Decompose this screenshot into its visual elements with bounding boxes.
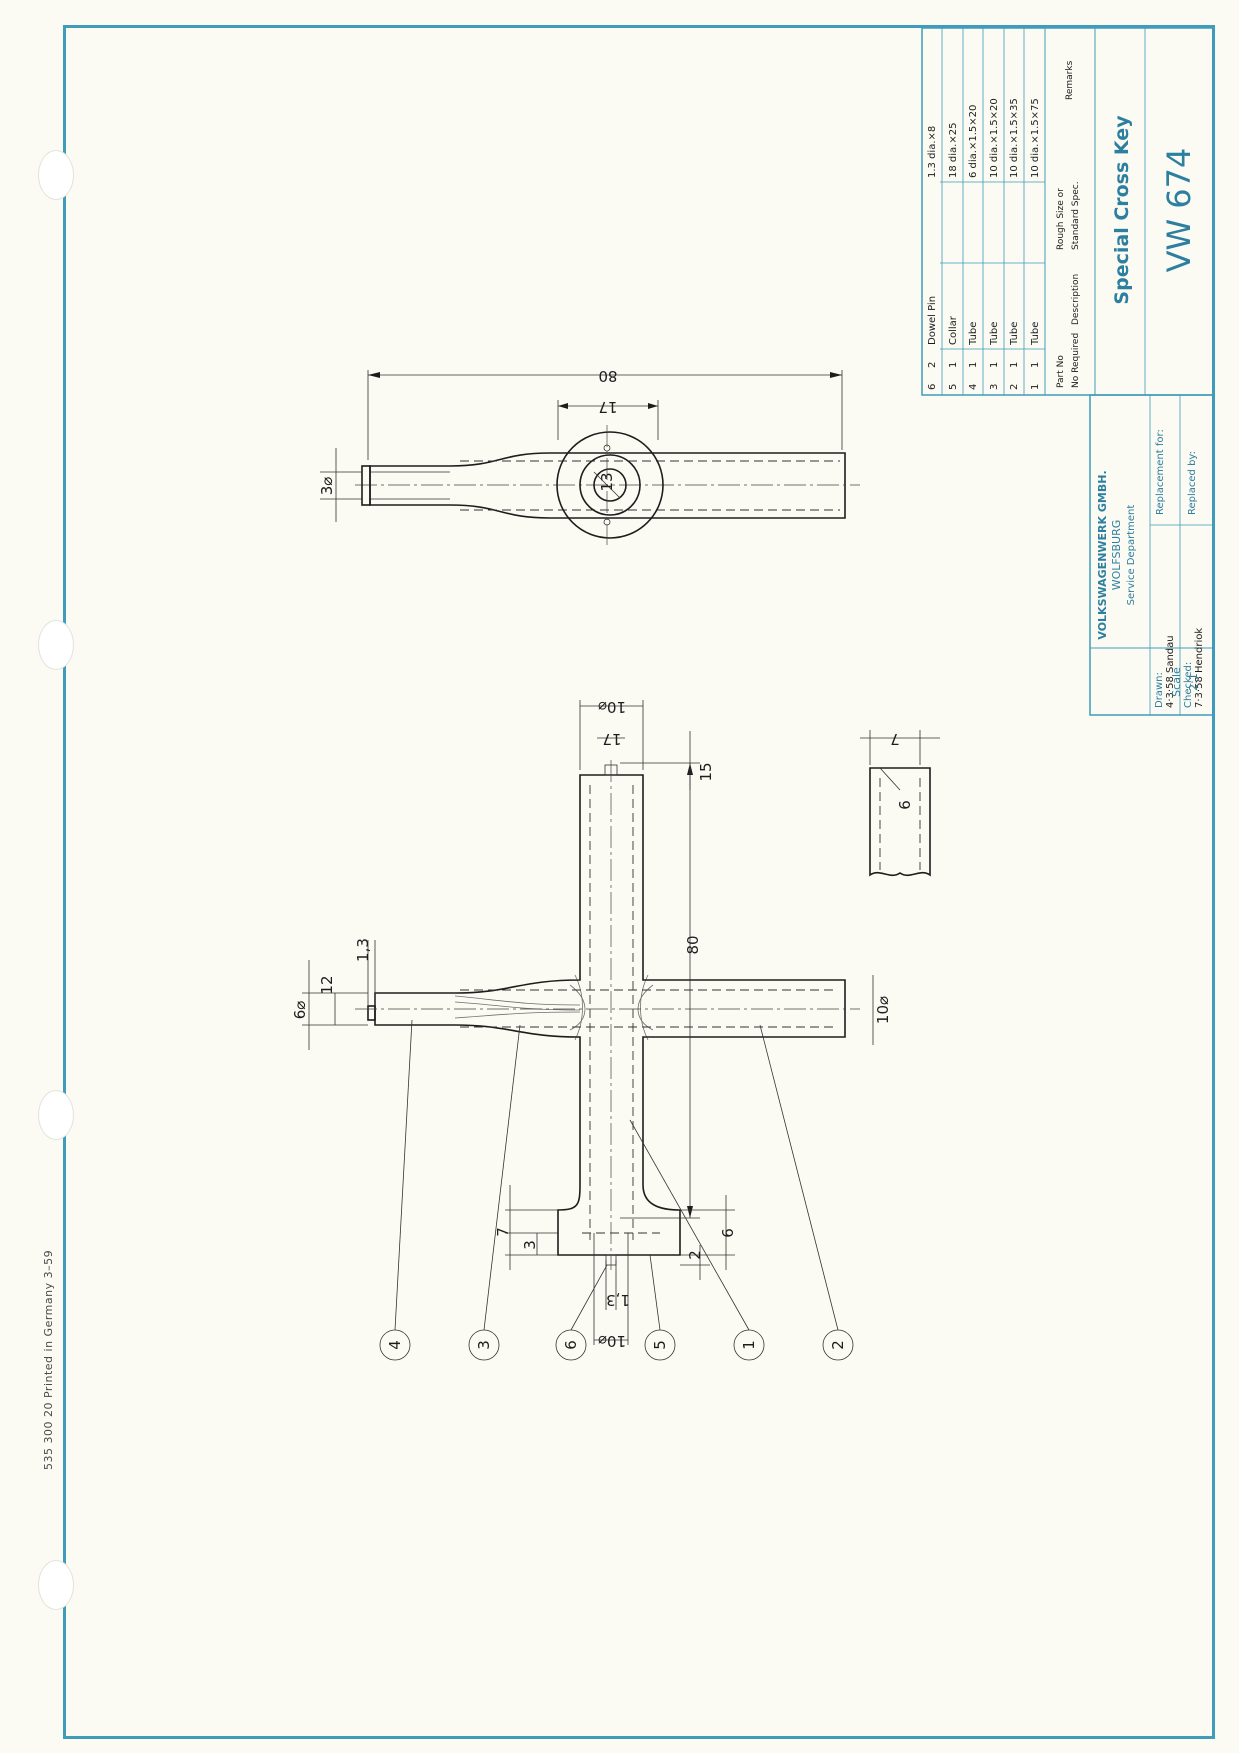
punch-hole	[38, 1090, 74, 1140]
dim-top-collar: 17	[598, 398, 617, 416]
header-size-2: Standard Spec.	[1071, 181, 1081, 250]
row-3-qty: 1	[989, 362, 1000, 368]
replacement-for-label: Replacement for:	[1155, 429, 1166, 515]
row-6-desc: Dowel Pin	[927, 296, 938, 345]
header-remarks: Remarks	[1065, 60, 1075, 100]
row-5-qty: 1	[948, 362, 959, 368]
callout-1: 1	[740, 1340, 758, 1350]
checked-value: 7·3·58 Hendriok	[1194, 628, 1205, 708]
company-city: WOLFSBURG	[1110, 520, 1123, 591]
row-4-size: 6 dia.×1.5×20	[968, 105, 979, 178]
row-1-desc: Tube	[1030, 322, 1041, 346]
dim-main-3: 3	[521, 1240, 539, 1250]
header-description: Description	[1071, 274, 1081, 325]
callouts: 4 3 6 5 1 2	[379, 1019, 854, 1361]
header-qty: No Required	[1071, 333, 1081, 388]
dim-main-overall: 80	[684, 935, 702, 954]
dim-main-top-dia: 10⌀	[598, 698, 626, 716]
row-2-desc: Tube	[1009, 322, 1020, 346]
company-name: VOLKSWAGENWERK GMBH.	[1096, 470, 1109, 639]
detail-view: 7 6	[860, 730, 940, 877]
top-view: 80 17 3⌀ 13	[318, 367, 860, 545]
dim-main-right-dia: 10⌀	[874, 996, 892, 1024]
drawing-number: VW 674	[1160, 148, 1198, 273]
dim-main-6: 6	[719, 1228, 737, 1238]
row-6-part: 6	[927, 384, 938, 390]
row-3-size: 10 dia.×1.5×20	[989, 98, 1000, 178]
row-5-desc: Collar	[948, 315, 959, 345]
callout-4: 4	[386, 1340, 404, 1350]
drawn-label: Drawn:	[1154, 672, 1165, 708]
row-5-part: 5	[948, 384, 959, 390]
row-5-size: 18 dia.×25	[948, 123, 959, 178]
front-view: 80 15 10⌀ 17 6⌀ 12 1,3 10⌀	[291, 698, 892, 1350]
parts-list: 6 2 Dowel Pin 1.3 dia.×8 5 1 Collar 18 d…	[921, 27, 1214, 396]
dim-main-tip-12: 12	[318, 975, 336, 994]
dim-top-hole: 13	[598, 472, 616, 491]
title-block: VOLKSWAGENWERK GMBH. WOLFSBURG Service D…	[1089, 394, 1214, 716]
dim-top-overall: 80	[598, 367, 617, 385]
callout-5: 5	[651, 1340, 669, 1350]
punch-hole	[38, 1560, 74, 1610]
row-4-qty: 1	[968, 362, 979, 368]
row-1-size: 10 dia.×1.5×75	[1030, 98, 1041, 178]
row-4-part: 4	[968, 384, 979, 390]
drawing-title: Special Cross Key	[1111, 115, 1133, 305]
row-6-qty: 2	[927, 362, 938, 368]
drawn-value: 4·3·58 Sandau	[1165, 635, 1176, 708]
callout-6: 6	[562, 1340, 580, 1350]
dim-detail-7: 7	[890, 730, 900, 748]
dim-main-7: 7	[494, 1227, 512, 1237]
dim-main-15: 15	[697, 762, 715, 781]
callout-3: 3	[475, 1340, 493, 1350]
header-size-1: Rough Size or	[1056, 188, 1066, 250]
row-4-desc: Tube	[968, 322, 979, 346]
row-3-part: 3	[989, 384, 1000, 390]
dim-main-top-17: 17	[602, 730, 621, 748]
punch-hole	[38, 150, 74, 200]
row-1-part: 1	[1030, 384, 1041, 390]
row-6-size: 1.3 dia.×8	[927, 126, 938, 178]
dim-detail-6: 6	[896, 800, 914, 810]
dim-main-tip-1-3: 1,3	[354, 938, 372, 962]
dim-top-tip-dia: 3⌀	[318, 477, 336, 496]
row-2-part: 2	[1009, 384, 1020, 390]
scale-value: 2:1	[1187, 673, 1200, 691]
scale-label: Scale	[1170, 667, 1183, 697]
dim-main-tip-dia: 6⌀	[291, 1001, 309, 1020]
dim-main-2: 2	[686, 1250, 704, 1260]
sheet-border	[63, 25, 1215, 1739]
checked-label: Checked:	[1183, 662, 1194, 708]
callout-2: 2	[829, 1340, 847, 1350]
replaced-by-label: Replaced by:	[1187, 451, 1198, 515]
header-part-no: Part No	[1056, 355, 1066, 388]
row-2-qty: 1	[1009, 362, 1020, 368]
dim-main-10-bottom: 10⌀	[598, 1332, 626, 1350]
dim-main-1-3-bottom: 1,3	[606, 1291, 630, 1309]
punch-hole	[38, 620, 74, 670]
row-3-desc: Tube	[989, 322, 1000, 346]
company-department: Service Department	[1126, 505, 1137, 606]
row-1-qty: 1	[1030, 362, 1041, 368]
row-2-size: 10 dia.×1.5×35	[1009, 98, 1020, 178]
